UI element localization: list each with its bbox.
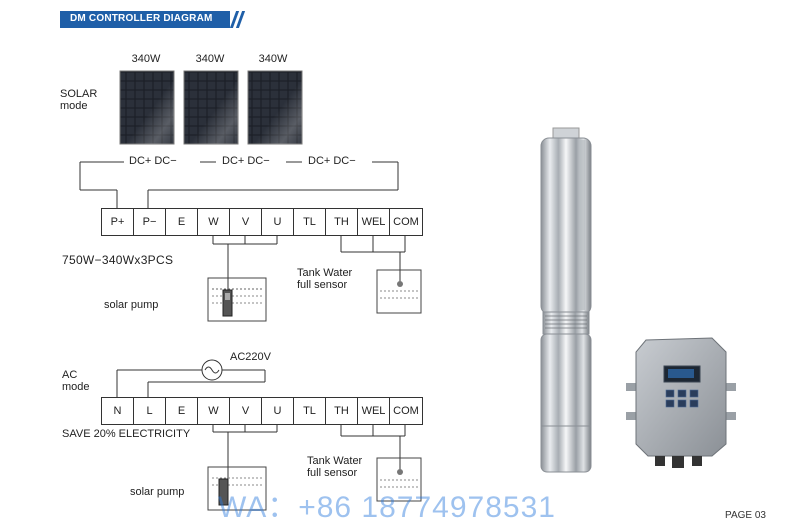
solar-pump-wiring [212, 235, 278, 292]
terminal-wel: WEL [358, 398, 390, 424]
ac-saving-text: SAVE 20% ELECTRICITY [62, 428, 191, 440]
ac-pump-well [207, 466, 267, 511]
solar-panel-3 [247, 70, 303, 145]
page-number: PAGE 03 [725, 510, 766, 521]
terminal-p-plus: P+ [102, 209, 134, 235]
solar-mode-label: SOLAR mode [60, 88, 98, 113]
terminal-e: E [166, 209, 198, 235]
ac-pump-wiring [212, 424, 278, 482]
terminal-w: W [198, 398, 230, 424]
ac-terminal-block: N L E W V U TL TH WEL COM [101, 397, 423, 425]
solar-pump-well [207, 277, 267, 322]
terminal-e: E [166, 398, 198, 424]
solar-dc-wiring [79, 161, 399, 208]
whatsapp-watermark: WA：+86 18774978531 [218, 491, 556, 524]
terminal-l: L [134, 398, 166, 424]
ac-pump-label: solar pump [130, 486, 185, 498]
terminal-p-minus: P− [134, 209, 166, 235]
submersible-pump-image [540, 127, 592, 473]
terminal-com: COM [393, 405, 419, 417]
ac-sensor-label-2: full sensor [307, 467, 358, 479]
terminal-w: W [198, 209, 230, 235]
ac-mode-label: AC mode [62, 369, 90, 394]
terminal-com: COM [393, 216, 419, 228]
dc-label-2: DC+ DC− [219, 155, 273, 168]
solar-sensor-label-1: Tank Water [297, 267, 353, 279]
terminal-th: TH [326, 398, 358, 424]
ac-source-symbol [201, 359, 223, 381]
terminal-u: U [262, 398, 294, 424]
solar-sensor-tank [376, 269, 422, 314]
terminal-th: TH [326, 209, 358, 235]
terminal-u: U [262, 209, 294, 235]
terminal-v: V [230, 398, 262, 424]
solar-pump-label: solar pump [104, 299, 159, 311]
solar-sensor-label-2: full sensor [297, 279, 348, 291]
terminal-n: N [102, 398, 134, 424]
solar-sensor-wiring [340, 235, 406, 282]
header-title: DM CONTROLLER DIAGRAM [70, 13, 213, 24]
solar-config-text: 750W−340Wx3PCS [62, 253, 174, 267]
ac-sensor-label-1: Tank Water [307, 455, 363, 467]
controller-box-image [626, 337, 736, 468]
header-bar [60, 11, 230, 28]
dc-label-3: DC+ DC− [305, 155, 359, 168]
solar-panel-1 [119, 70, 175, 145]
panel-1-watt: 340W [131, 53, 161, 65]
panel-2-watt: 340W [195, 53, 225, 65]
solar-panel-2 [183, 70, 239, 145]
solar-terminal-block: P+ P− E W V U TL TH WEL COM [101, 208, 423, 236]
dc-label-1: DC+ DC− [126, 155, 180, 168]
panel-3-watt: 340W [258, 53, 288, 65]
ac-supply-wiring [116, 369, 266, 397]
ac-supply-label: AC220V [230, 351, 271, 363]
terminal-wel: WEL [358, 209, 390, 235]
terminal-v: V [230, 209, 262, 235]
ac-sensor-wiring [340, 424, 406, 470]
terminal-tl: TL [294, 209, 326, 235]
ac-sensor-tank [376, 457, 422, 502]
terminal-tl: TL [294, 398, 326, 424]
